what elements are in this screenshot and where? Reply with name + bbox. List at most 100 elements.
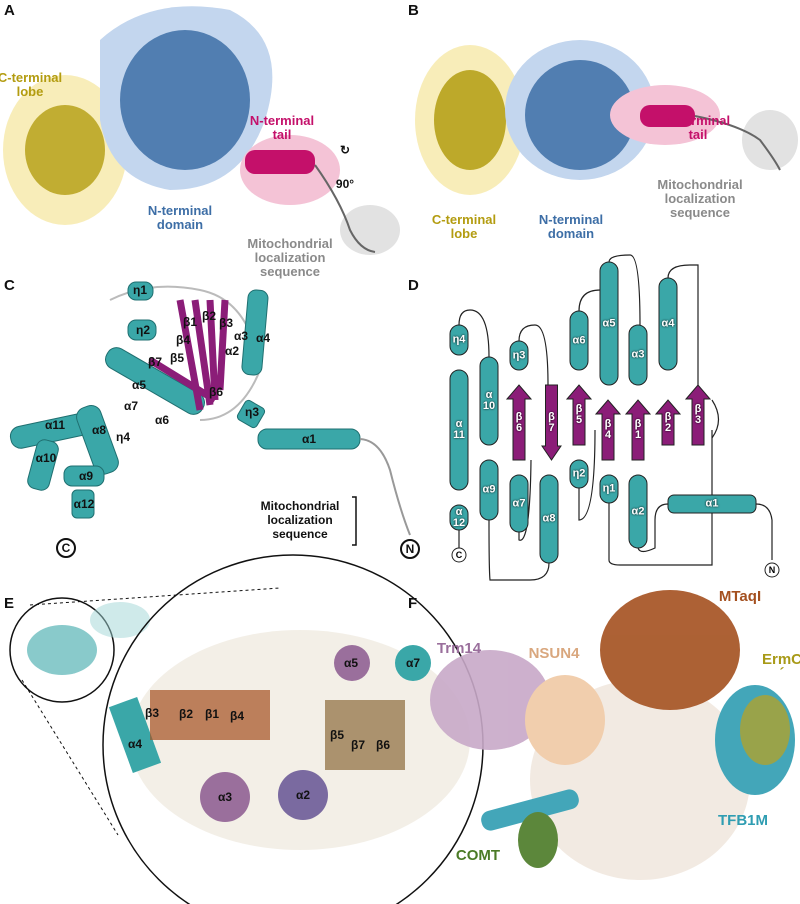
c-terminus-label: C [61, 541, 71, 555]
sse-label: α2 [295, 788, 311, 802]
label-n-terminal-domain: N-terminal domain [538, 212, 604, 241]
n-terminus-label: N [768, 565, 776, 575]
sse-label: α7 [405, 656, 421, 670]
strand-arrow [505, 384, 533, 461]
sse-label: β 3 [694, 403, 702, 426]
label-mls: Mitochondrial localization sequence [657, 177, 743, 220]
sse-label: β2 [202, 309, 216, 323]
panel-letter-c: C [4, 277, 15, 294]
sse-label: β 1 [634, 418, 642, 441]
sse-label: β7 [148, 355, 162, 369]
sse-label: β 2 [664, 410, 672, 434]
sse-label: α5 [131, 378, 147, 392]
strand-arrow [654, 399, 682, 446]
label-n-terminal-tail: N-terminal tail [665, 113, 731, 142]
helix-cylinder [599, 261, 619, 386]
panel-letter-d: D [408, 277, 419, 294]
sse-label: α2 [631, 505, 645, 517]
sse-label: α11 [44, 418, 66, 432]
helix-cylinder [569, 459, 589, 489]
sse-label: η4 [115, 430, 131, 444]
loop [755, 503, 773, 560]
sse-label: η1 [132, 283, 148, 297]
sse-label: β 6 [515, 410, 523, 434]
label-comt: COMT [455, 847, 501, 864]
label-tfb1m: TFB1M [718, 812, 768, 829]
label-n-terminal-domain: N-terminal domain [147, 203, 213, 232]
panel-d-topology [449, 254, 780, 581]
sse-label: α 10 [482, 389, 496, 412]
sse-label: β3 [219, 316, 233, 330]
label-n-terminal-tail: N-terminal tail [249, 113, 315, 142]
label-ermc: ErmC´ [761, 651, 800, 682]
loop [608, 254, 641, 326]
loop [488, 519, 550, 581]
sse-label: α9 [482, 483, 496, 496]
sse-label: α3 [631, 348, 645, 361]
sse-label: α1 [301, 432, 317, 446]
strand-arrow [684, 384, 712, 446]
loop [637, 503, 669, 553]
sse-label: β 4 [604, 418, 612, 441]
sse-label: η3 [244, 405, 260, 419]
sse-label: β6 [209, 385, 223, 399]
sse-label: β7 [351, 738, 365, 752]
mls-label: Mitochondrial localization sequence [260, 499, 340, 541]
sse-label: β3 [145, 706, 159, 720]
helix-cylinder [509, 340, 529, 371]
sse-label: β5 [170, 351, 184, 365]
sse-label: α7 [123, 399, 139, 413]
c-terminus-marker [451, 547, 467, 563]
label-nsun4: NSUN4 [528, 645, 580, 662]
sse-label: η1 [602, 482, 616, 495]
sse-label: β 7 [548, 410, 555, 434]
loop [458, 309, 490, 358]
label-mtaqi: MTaqI [718, 588, 762, 605]
mls-bracket [352, 496, 357, 546]
label-c-terminal-lobe: C-terminal lobe [0, 70, 63, 99]
label-c-terminal-lobe: C-terminal lobe [431, 212, 497, 241]
helix-cylinder [628, 324, 648, 386]
label-trm14: Trm14 [436, 640, 482, 657]
sse-label: α1 [705, 497, 719, 510]
c-terminus-marker [56, 538, 76, 558]
loop [578, 429, 596, 521]
sse-label: β1 [183, 315, 197, 329]
sse-label: η4 [452, 333, 466, 346]
sse-label: β5 [330, 728, 344, 742]
helix-cylinder [539, 474, 559, 564]
sse-label: α2 [224, 344, 240, 358]
sse-label: η2 [572, 467, 586, 480]
sse-label: η2 [135, 323, 151, 337]
strand-arrow [594, 399, 622, 461]
helix-cylinder [628, 474, 648, 549]
loop [711, 399, 720, 439]
sse-label: α5 [602, 317, 616, 329]
sse-label: α3 [217, 790, 233, 804]
panel-letter-e: E [4, 595, 15, 612]
panel-f-structure [430, 590, 795, 880]
helix-cylinder [449, 324, 469, 356]
c-terminus-label: C [455, 550, 463, 560]
sse-label: α 12 [452, 505, 466, 529]
helix-cylinder [599, 474, 619, 504]
panel-letter-f: F [408, 595, 418, 612]
sse-label: β6 [376, 738, 390, 752]
sse-label: β4 [176, 333, 190, 347]
strand-arrow [565, 384, 593, 446]
sse-label: α4 [255, 331, 271, 345]
helix-cylinder [449, 369, 469, 491]
rotation-angle: 90° [335, 177, 355, 191]
sse-label: β 5 [575, 403, 583, 426]
sse-label: α12 [73, 497, 95, 511]
n-terminus-label: N [405, 542, 415, 556]
sse-label: β1 [205, 707, 219, 721]
sse-label: β2 [179, 707, 193, 721]
n-terminus-marker [764, 562, 780, 578]
rotate-icon: ↻ [339, 143, 351, 157]
helix-cylinder [658, 277, 678, 371]
helix-cylinder [479, 459, 499, 521]
helix-cylinder [569, 310, 589, 371]
sse-label: α7 [512, 497, 526, 509]
